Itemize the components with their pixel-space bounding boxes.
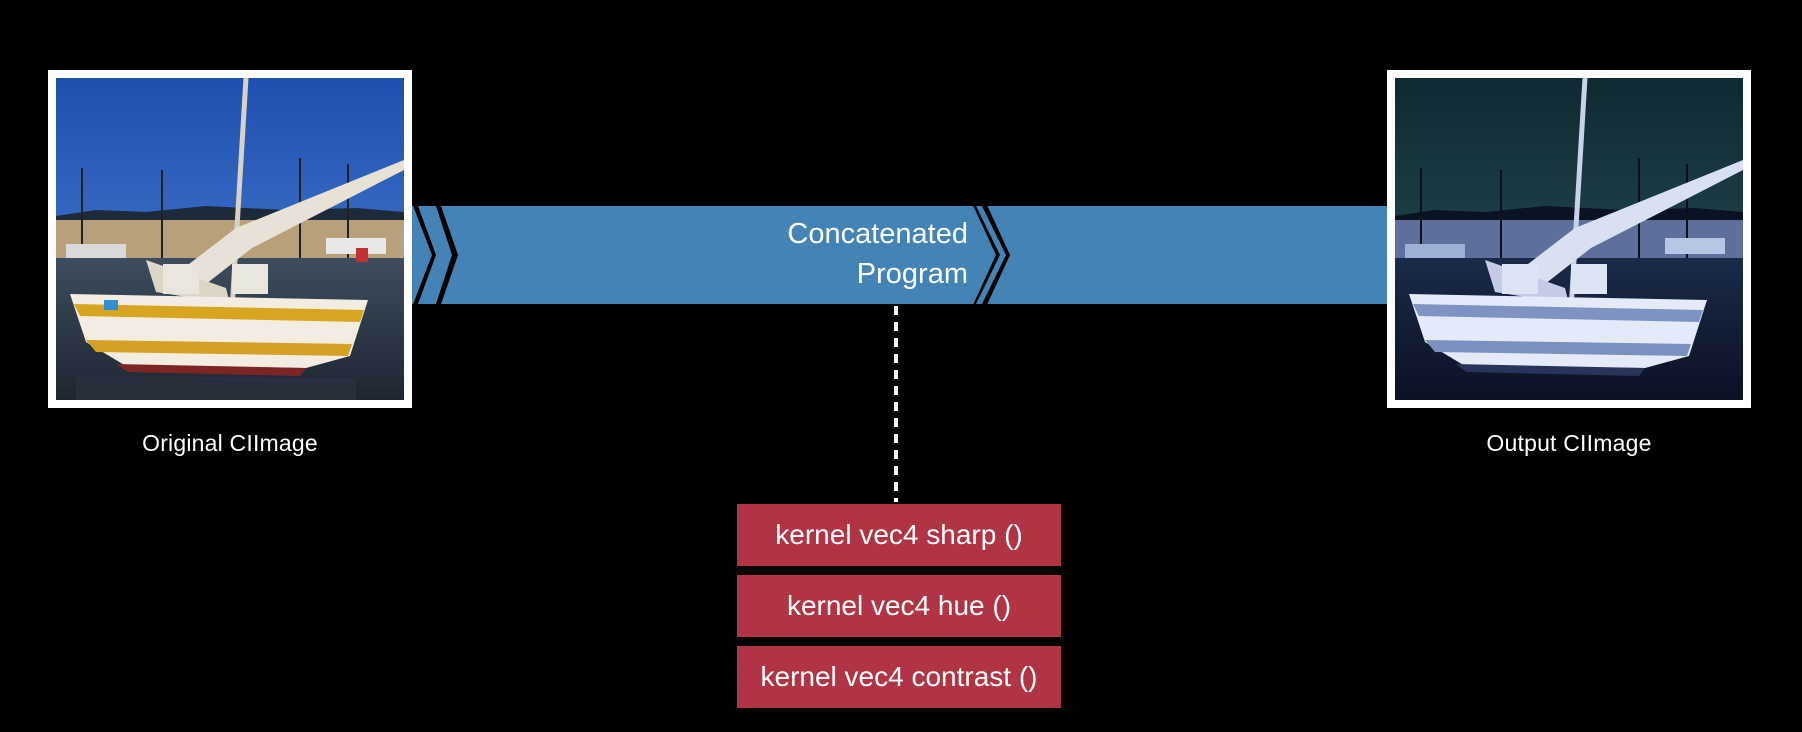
original-image-frame	[48, 70, 412, 408]
program-chevron-fill	[976, 206, 1006, 304]
concatenated-program-label: Concatenated Program	[787, 218, 968, 290]
output-image-frame	[1387, 70, 1751, 408]
input-chevron-fill	[418, 206, 452, 304]
kernel-contrast-box: kernel vec4 contrast ()	[737, 646, 1061, 708]
input-chevron	[412, 203, 458, 307]
original-image-caption: Original CIImage	[142, 430, 318, 456]
output-image-caption: Output CIImage	[1486, 430, 1652, 456]
pipeline-band	[410, 206, 1394, 304]
original-sailboat-image	[56, 78, 404, 400]
output-sailboat-image	[1395, 78, 1743, 400]
kernel-hue-box: kernel vec4 hue ()	[737, 575, 1061, 637]
kernel-sharp-box: kernel vec4 sharp ()	[737, 504, 1061, 566]
